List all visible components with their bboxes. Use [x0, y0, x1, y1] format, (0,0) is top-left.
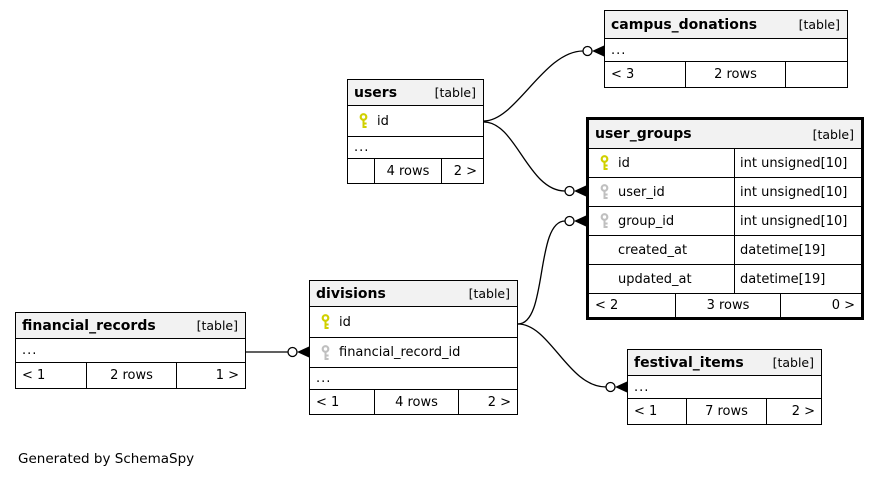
footer-rowcount: 4 rows: [374, 390, 458, 414]
footer-rowcount: 7 rows: [686, 399, 766, 424]
footer-parents: < 1: [22, 368, 46, 383]
table-type-label: [table]: [798, 17, 840, 32]
table-festival_items[interactable]: festival_items [table] ... < 1 7 rows 2 …: [627, 349, 822, 425]
table-user_groups[interactable]: user_groups [table] id int unsigned[10] …: [586, 117, 864, 320]
ellipsis-row: ...: [16, 339, 245, 363]
column-name: id: [377, 113, 389, 129]
relationship-users-campus_donations: [483, 45, 604, 122]
column-type: int unsigned[10]: [740, 213, 848, 229]
column-row-financial_record_id: financial_record_id: [310, 338, 517, 368]
relationship-users-user_groups: [483, 121, 586, 197]
column-type: datetime[19]: [740, 242, 826, 258]
primary-key-icon: [320, 314, 331, 330]
column-row-id: id: [310, 307, 517, 338]
table-user_groups-header: user_groups [table]: [589, 120, 861, 149]
column-name: created_at: [618, 242, 688, 258]
column-name: id: [618, 155, 630, 171]
ellipsis-row: ...: [310, 368, 517, 390]
ellipsis-text: ...: [611, 42, 627, 58]
foreign-key-icon: [599, 213, 610, 229]
ellipsis-row: ...: [605, 39, 847, 62]
table-footer: 4 rows 2 >: [348, 159, 483, 183]
column-name: id: [339, 314, 351, 330]
ellipsis-text: ...: [22, 343, 38, 358]
table-campus_donations[interactable]: campus_donations [table] ... < 3 2 rows: [604, 10, 848, 88]
table-footer: < 1 7 rows 2 >: [628, 399, 821, 424]
column-row-created_at: created_at datetime[19]: [589, 236, 861, 265]
table-campus_donations-header: campus_donations [table]: [605, 11, 847, 39]
footer-children: 1 >: [176, 363, 245, 388]
table-type-label: [table]: [434, 85, 476, 100]
column-name: user_id: [618, 184, 665, 200]
table-footer: < 2 3 rows 0 >: [589, 294, 861, 317]
ellipsis-row: ...: [348, 137, 483, 159]
footer-rowcount: 2 rows: [685, 62, 785, 87]
generated-by-note: Generated by SchemaSpy: [18, 451, 195, 467]
ellipsis-text: ...: [354, 140, 370, 155]
column-name: financial_record_id: [339, 345, 461, 360]
table-footer: < 3 2 rows: [605, 62, 847, 87]
relationship-divisions-user_groups: [517, 215, 586, 325]
footer-children: 2 >: [441, 159, 483, 183]
primary-key-icon: [599, 155, 610, 171]
table-name: user_groups: [595, 126, 692, 142]
footer-parents: < 2: [595, 298, 619, 313]
footer-parents: < 1: [634, 404, 658, 419]
table-name: divisions: [316, 285, 386, 302]
footer-rowcount: 4 rows: [374, 159, 441, 183]
footer-parents: < 1: [316, 394, 340, 410]
footer-children: 2 >: [766, 399, 821, 424]
ellipsis-row: ...: [628, 376, 821, 399]
footer-children: 0 >: [780, 294, 861, 317]
table-type-label: [table]: [196, 318, 238, 333]
table-festival_items-header: festival_items [table]: [628, 350, 821, 376]
column-name: updated_at: [618, 271, 692, 287]
table-footer: < 1 2 rows 1 >: [16, 363, 245, 388]
footer-rowcount: 3 rows: [675, 294, 780, 317]
column-row-group_id: group_id int unsigned[10]: [589, 207, 861, 236]
table-footer: < 1 4 rows 2 >: [310, 390, 517, 414]
column-row-updated_at: updated_at datetime[19]: [589, 265, 861, 294]
table-users[interactable]: users [table] id ... 4 rows 2 >: [347, 79, 484, 184]
column-type: int unsigned[10]: [740, 155, 848, 171]
table-type-label: [table]: [468, 286, 510, 301]
column-type: datetime[19]: [740, 271, 826, 287]
column-type: int unsigned[10]: [740, 184, 848, 200]
table-divisions[interactable]: divisions [table] id financial_record_id…: [309, 280, 518, 415]
table-divisions-header: divisions [table]: [310, 281, 517, 307]
footer-parents: < 3: [611, 67, 635, 82]
column-row-user_id: user_id int unsigned[10]: [589, 178, 861, 207]
table-users-header: users [table]: [348, 80, 483, 106]
column-name: group_id: [618, 213, 675, 229]
relationship-divisions-festival_items: [517, 323, 627, 393]
table-name: financial_records: [22, 317, 156, 334]
footer-children: [785, 62, 847, 87]
foreign-key-icon: [599, 184, 610, 200]
footer-rowcount: 2 rows: [86, 363, 176, 388]
footer-children: 2 >: [458, 390, 517, 414]
primary-key-icon: [358, 113, 369, 129]
footer-parents: [348, 159, 374, 183]
column-row-id: id int unsigned[10]: [589, 149, 861, 178]
table-name: festival_items: [634, 354, 744, 371]
table-type-label: [table]: [812, 126, 854, 142]
relationship-financial_records-divisions: [246, 346, 309, 358]
ellipsis-text: ...: [316, 371, 332, 386]
foreign-key-icon: [320, 344, 331, 361]
table-name: users: [354, 84, 398, 101]
ellipsis-text: ...: [634, 379, 650, 395]
table-financial_records-header: financial_records [table]: [16, 313, 245, 339]
table-financial_records[interactable]: financial_records [table] ... < 1 2 rows…: [15, 312, 246, 389]
column-row-id: id: [348, 106, 483, 137]
table-type-label: [table]: [772, 355, 814, 370]
table-name: campus_donations: [611, 16, 758, 33]
